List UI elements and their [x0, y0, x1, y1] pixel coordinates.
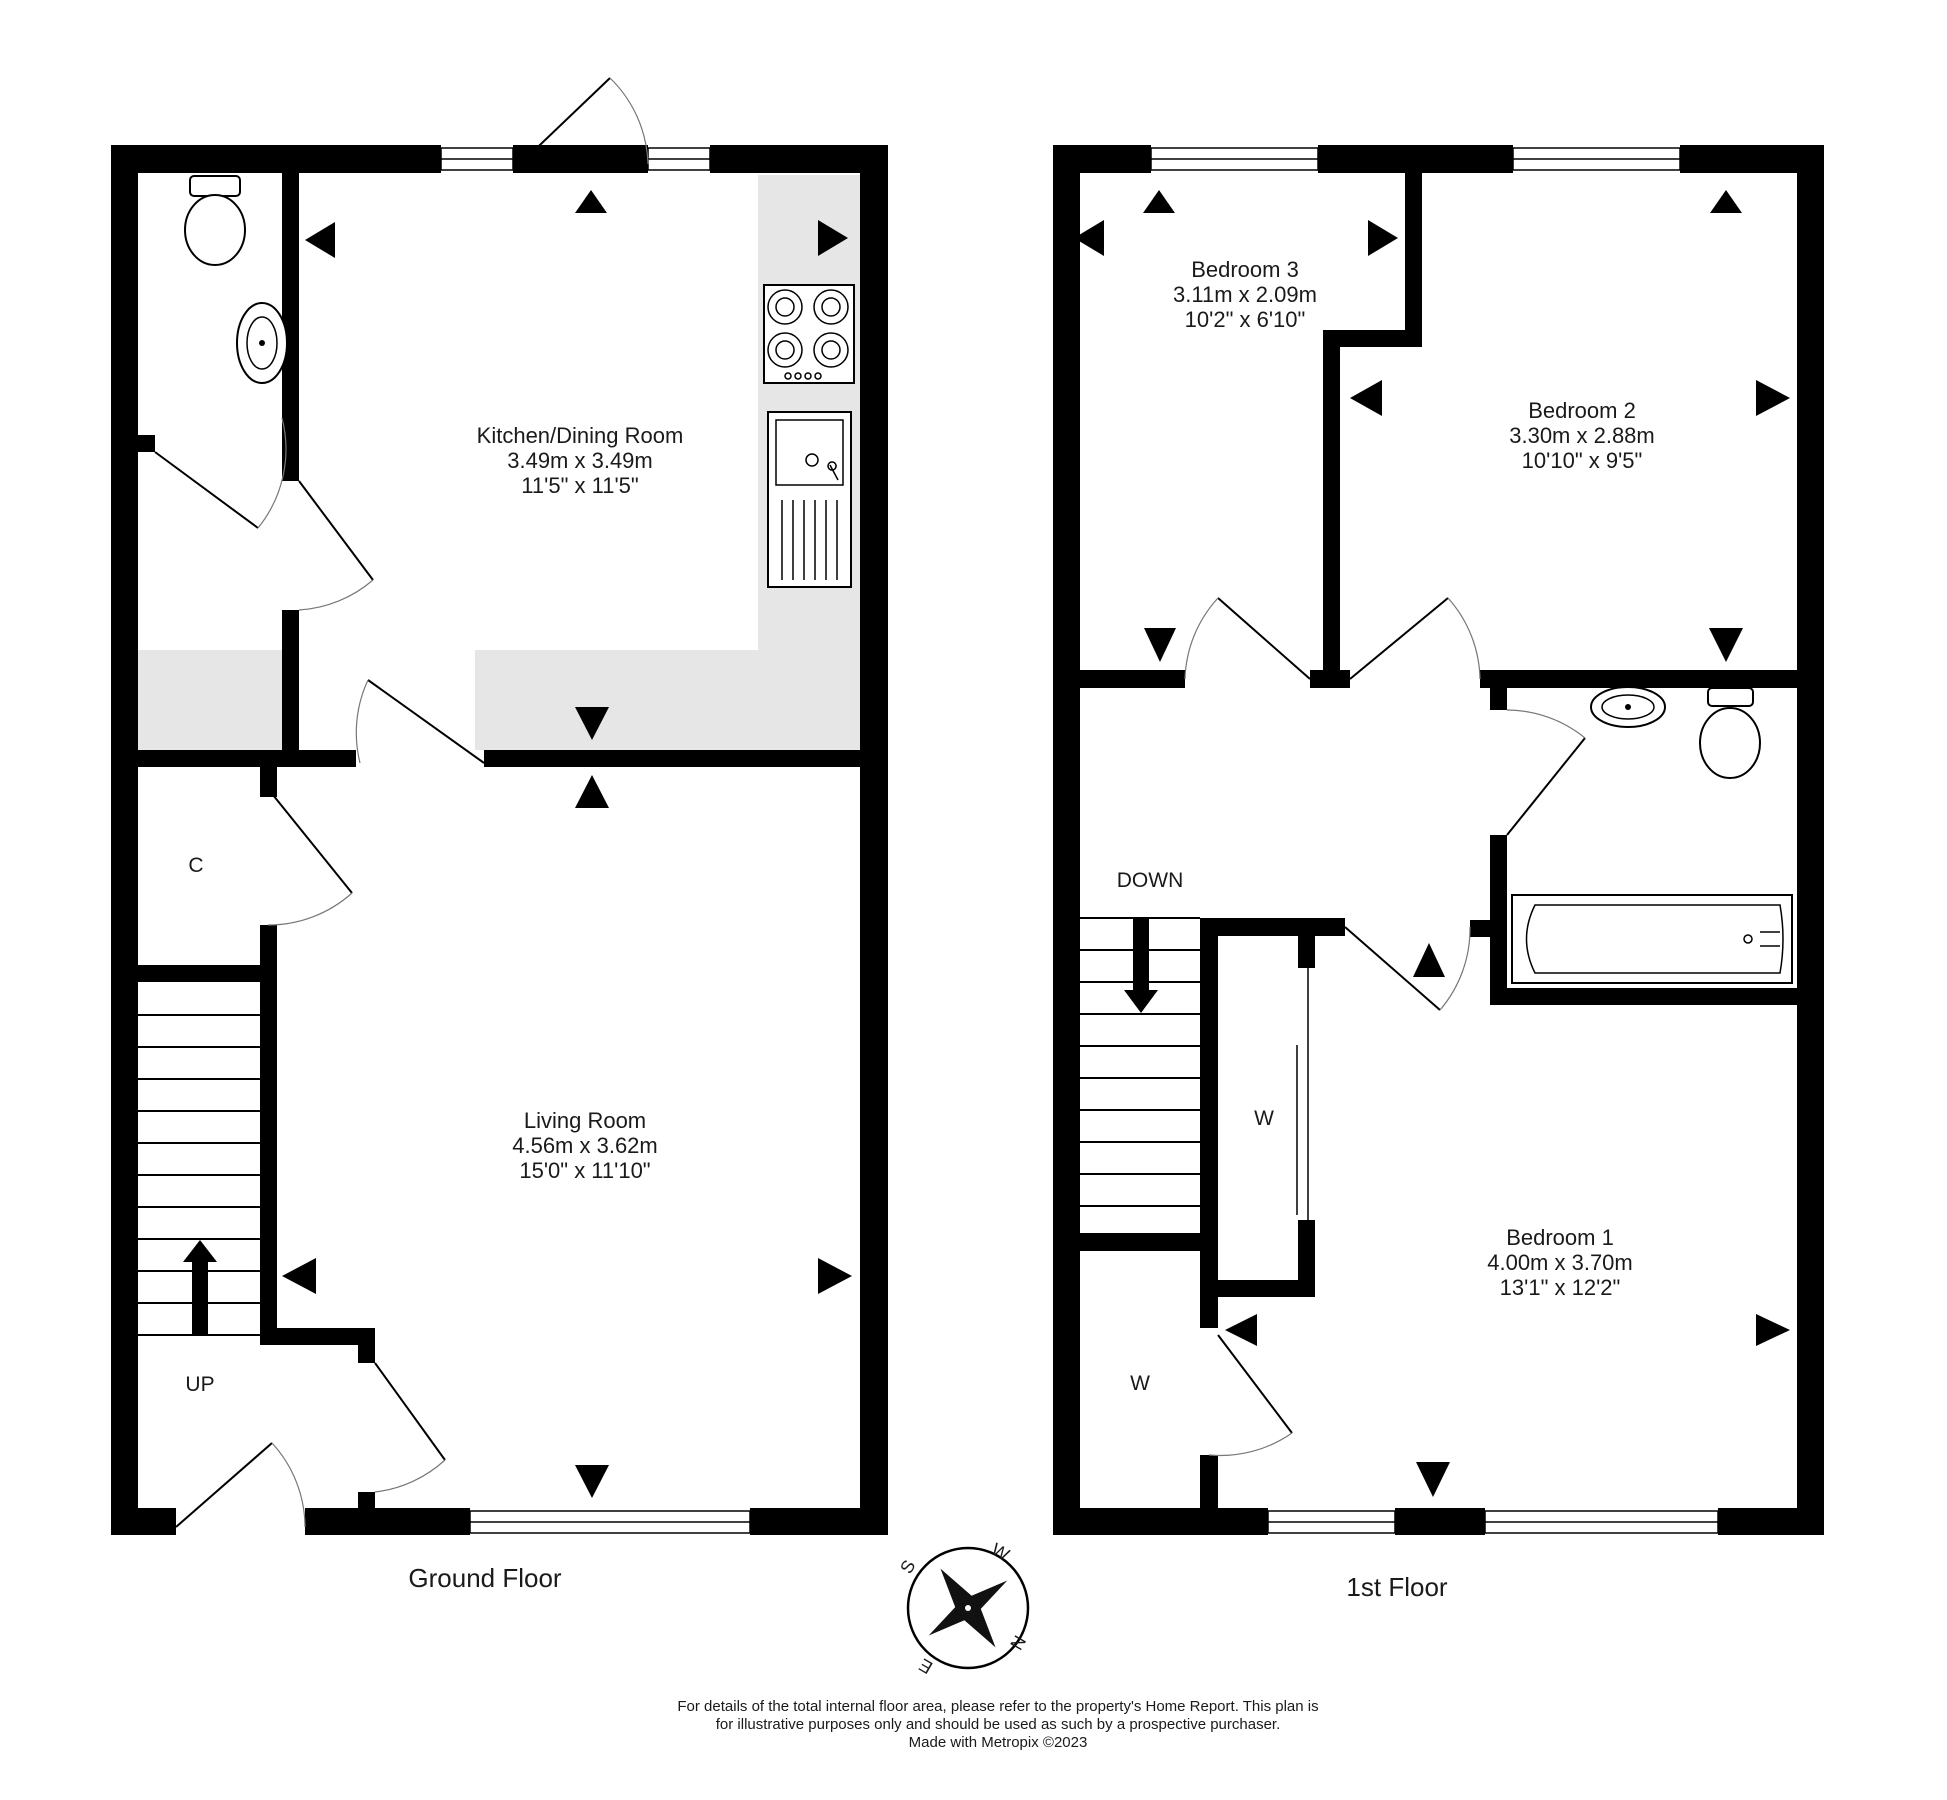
kitchen-sink: [767, 411, 852, 588]
cupboard-label: C: [188, 854, 203, 877]
compass: S W N E: [896, 1539, 1030, 1678]
stairs-ground: [138, 1014, 260, 1336]
toilet: [184, 175, 246, 266]
bathroom-toilet: [1699, 687, 1761, 779]
wardrobe-label-1: W: [1254, 1107, 1274, 1130]
first-floor-plan: [1053, 145, 1824, 1535]
bedroom2-name: Bedroom 2: [1528, 398, 1636, 423]
wc-shaded-area: [137, 650, 282, 750]
kitchen-metric: 3.49m x 3.49m: [507, 448, 653, 473]
stairs-first: [1080, 917, 1200, 1207]
bedroom1-name: Bedroom 1: [1506, 1225, 1614, 1250]
bedroom3-name: Bedroom 3: [1191, 257, 1299, 282]
kitchen-name: Kitchen/Dining Room: [477, 423, 684, 448]
bedroom3-metric: 3.11m x 2.09m: [1173, 282, 1317, 307]
ground-floor-title: Ground Floor: [408, 1563, 562, 1593]
living-metric: 4.56m x 3.62m: [512, 1133, 658, 1158]
bedroom1-imperial: 13'1" x 12'2": [1500, 1275, 1621, 1300]
bedroom2-imperial: 10'10" x 9'5": [1522, 448, 1643, 473]
bedroom2-metric: 3.30m x 2.88m: [1509, 423, 1655, 448]
footer-line-2: for illustrative purposes only and shoul…: [716, 1716, 1281, 1733]
compass-letter-w: W: [988, 1539, 1013, 1565]
hob: [763, 284, 855, 384]
living-name: Living Room: [524, 1108, 646, 1133]
compass-letter-s: S: [896, 1557, 919, 1577]
ground-floor-plan: [111, 77, 888, 1535]
footer-line-3: Made with Metropix ©2023: [909, 1734, 1088, 1751]
bedroom1-metric: 4.00m x 3.70m: [1487, 1250, 1633, 1275]
kitchen-worktop-bottom: [475, 650, 860, 750]
wardrobe-label-2: W: [1130, 1372, 1150, 1395]
bedroom3-imperial: 10'2" x 6'10": [1185, 307, 1306, 332]
stairs-up-label: UP: [185, 1373, 214, 1396]
bathroom-basin: [1590, 686, 1666, 728]
bath: [1511, 894, 1793, 984]
basin: [236, 302, 288, 384]
living-imperial: 15'0" x 11'10": [519, 1158, 650, 1183]
kitchen-imperial: 11'5" x 11'5": [521, 473, 638, 498]
footer-line-1: For details of the total internal floor …: [677, 1698, 1318, 1715]
stairs-down-label: DOWN: [1117, 869, 1184, 892]
first-floor-title: 1st Floor: [1346, 1572, 1447, 1602]
